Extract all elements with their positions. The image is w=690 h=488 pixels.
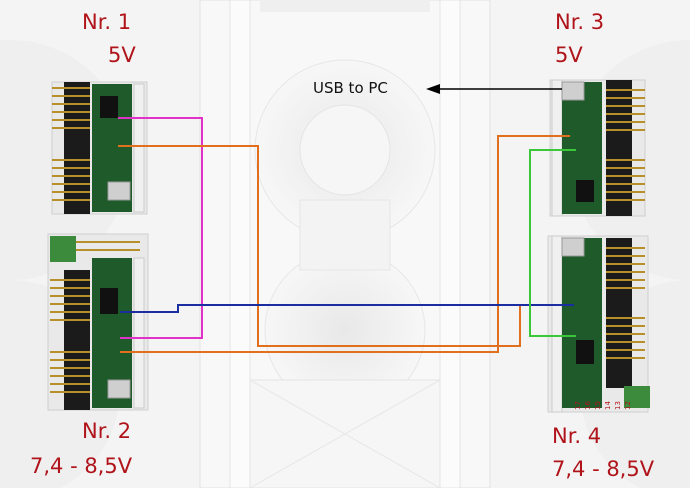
board-nr4 xyxy=(547,235,650,413)
pin-16: 16 xyxy=(584,401,592,410)
wire-magenta xyxy=(118,117,203,339)
board3-name: Nr. 3 xyxy=(555,10,605,34)
pin-15: 15 xyxy=(594,401,602,410)
pin-17: 17 xyxy=(574,401,582,410)
usb-arrow-icon xyxy=(426,84,562,94)
pin-12: 12 xyxy=(624,401,632,410)
wire-green xyxy=(529,149,576,337)
pin-13: 13 xyxy=(614,401,622,410)
board2-name: Nr. 2 xyxy=(82,419,132,443)
board4-name: Nr. 4 xyxy=(552,424,602,448)
screw-terminal xyxy=(50,236,76,262)
board1-name: Nr. 1 xyxy=(82,10,132,34)
wire-blue xyxy=(120,304,574,313)
board1-voltage: 5V xyxy=(108,43,136,67)
board-nr3 xyxy=(549,79,646,217)
board-nr2 xyxy=(47,233,149,411)
wire-orange-2 xyxy=(120,135,570,353)
board4-voltage: 7,4 - 8,5V xyxy=(552,457,655,481)
board-nr1 xyxy=(51,81,148,215)
board2-voltage: 7,4 - 8,5V xyxy=(30,454,133,478)
usb-label: USB to PC xyxy=(313,79,388,97)
wire-orange-1 xyxy=(118,145,570,347)
board3-voltage: 5V xyxy=(555,43,583,67)
pin-14: 14 xyxy=(604,401,612,410)
pin-number-labels: 17 16 15 14 13 12 xyxy=(574,401,658,424)
screw-terminal xyxy=(624,386,650,408)
